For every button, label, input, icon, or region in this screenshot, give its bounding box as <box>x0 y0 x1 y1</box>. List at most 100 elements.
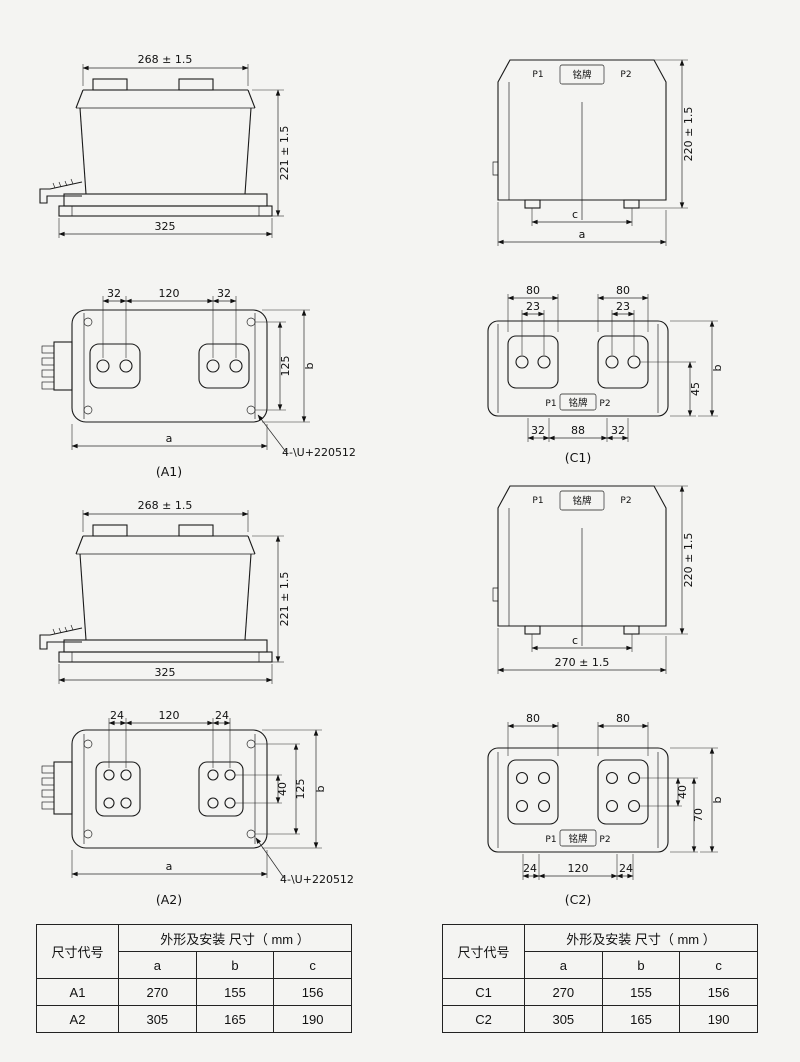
c1-front-dimensions: 220 ± 1.5 c a <box>497 59 695 246</box>
dim-b-label: b <box>711 364 724 371</box>
dim-spacing-left: 24 <box>110 709 124 722</box>
a2-top-dimensions: 24 120 24 40 125 b a 4-\U+220512 <box>71 709 354 886</box>
terminal-p2-label: P2 <box>620 496 631 506</box>
dim-base-label: 325 <box>155 220 176 233</box>
view-caption-a2: (A2) <box>156 892 182 907</box>
col-header-a: a <box>524 951 603 979</box>
dim-holes-label: 125 <box>294 779 307 800</box>
a1-top-body <box>71 309 268 423</box>
c2-front-labels: P1 铭牌 P2 <box>532 490 632 511</box>
dim-b1-label: 24 <box>523 862 537 875</box>
nameplate-box <box>559 829 597 847</box>
value-b: 165 <box>195 1005 275 1033</box>
terminal-p1-label: P1 <box>532 496 543 506</box>
code-header-cell: 尺寸代号 <box>36 924 119 979</box>
a2-top-view: 24 120 24 40 125 b a 4-\U+220512 (A2) <box>41 709 354 907</box>
c1-top-view: P1 铭牌 P2 80 80 23 23 45 b 32 <box>487 284 724 465</box>
dim-rows-label: 40 <box>276 782 289 796</box>
c1-top-dimensions: 80 80 23 23 45 b 32 88 32 <box>507 284 724 442</box>
a2-side-dimensions: 268 ± 1.5 221 ± 1.5 325 <box>58 499 291 684</box>
dim-group2-label: 80 <box>616 284 630 297</box>
c1-top-labels: P1 铭牌 P2 <box>545 393 611 411</box>
terminal-p1-label: P1 <box>532 70 543 80</box>
view-caption-a1: (A1) <box>156 464 182 479</box>
value-a: 270 <box>118 978 197 1006</box>
dim-pitch2-label: 23 <box>616 300 630 313</box>
code-header-cell: 尺寸代号 <box>442 924 525 979</box>
col-header-c: c <box>273 951 352 979</box>
table-row: A2 305 165 190 <box>36 1005 352 1033</box>
a1-top-dimensions: 32 120 32 125 b a 4-\U+220512 <box>71 287 356 459</box>
row-code: A2 <box>36 1005 119 1033</box>
terminal-p2-label: P2 <box>599 835 610 845</box>
value-a: 270 <box>524 978 603 1006</box>
dim-base-label: 325 <box>155 666 176 679</box>
value-a: 305 <box>118 1005 197 1033</box>
value-b: 165 <box>601 1005 681 1033</box>
a1-side-view: 268 ± 1.5 221 ± 1.5 325 <box>39 53 291 238</box>
dim-rows-label: 40 <box>676 785 689 799</box>
dim-b1-label: 32 <box>531 424 545 437</box>
dim-base-label: 270 ± 1.5 <box>555 656 610 669</box>
c2-front-dimensions: 220 ± 1.5 c 270 ± 1.5 <box>497 485 695 674</box>
c2-front-view: P1 铭牌 P2 220 ± 1.5 c 270 ± 1.5 <box>492 485 695 674</box>
a2-mounting-bracket <box>39 624 83 650</box>
dim-b2-label: 120 <box>568 862 589 875</box>
value-c: 190 <box>679 1005 758 1033</box>
dim-c-label: c <box>572 208 578 221</box>
hole-callout-label: 4-\U+220512 <box>280 873 354 886</box>
dim-b-label: b <box>303 362 316 369</box>
value-b: 155 <box>195 978 275 1006</box>
c2-top-labels: P1 铭牌 P2 <box>545 829 611 847</box>
terminal-p1-label: P1 <box>545 399 556 409</box>
dim-b3-label: 24 <box>619 862 633 875</box>
a-series-dimension-table: 尺寸代号 外形及安装 尺寸（ mm ） a b c A1 270 155 156… <box>36 924 352 1033</box>
nameplate-box <box>559 393 597 411</box>
table-row: C1 270 155 156 <box>442 978 758 1006</box>
nameplate-label: 铭牌 <box>568 397 588 409</box>
dim-width-label: 268 ± 1.5 <box>138 53 193 66</box>
row-code: C1 <box>442 978 525 1006</box>
dim-b-label: b <box>314 785 327 792</box>
dim-holes-label: 125 <box>279 356 292 377</box>
dim-spacing-left: 32 <box>107 287 121 300</box>
a2-terminal-connector <box>41 761 73 815</box>
dim-height-label: 220 ± 1.5 <box>682 107 695 162</box>
dim-a-label: a <box>166 860 173 873</box>
nameplate-label: 铭牌 <box>572 495 592 507</box>
nameplate-box <box>559 490 605 511</box>
col-header-b: b <box>195 951 275 979</box>
a2-side-outline <box>58 524 273 663</box>
value-c: 156 <box>273 978 352 1006</box>
dim-b3-label: 32 <box>611 424 625 437</box>
a1-terminal-connector <box>41 341 73 391</box>
dim-a-label: a <box>166 432 173 445</box>
dim-c-label: c <box>572 634 578 647</box>
a1-top-view: 32 120 32 125 b a 4-\U+220512 (A1) <box>41 287 356 479</box>
dim-height-label: 221 ± 1.5 <box>278 572 291 627</box>
dim-height-label: 220 ± 1.5 <box>682 533 695 588</box>
col-header-b: b <box>601 951 681 979</box>
col-header-a: a <box>118 951 197 979</box>
dim-group2-label: 80 <box>616 712 630 725</box>
col-header-c: c <box>679 951 758 979</box>
dim-70-label: 70 <box>692 808 705 822</box>
value-b: 155 <box>601 978 681 1006</box>
dim-width-label: 268 ± 1.5 <box>138 499 193 512</box>
a1-side-dimensions: 268 ± 1.5 221 ± 1.5 325 <box>58 53 291 238</box>
value-c: 190 <box>273 1005 352 1033</box>
hole-callout-label: 4-\U+220512 <box>282 446 356 459</box>
dim-a-label: a <box>579 228 586 241</box>
nameplate-box <box>559 64 605 85</box>
dim-spacing-right: 24 <box>215 709 229 722</box>
dim-spacing-right: 32 <box>217 287 231 300</box>
value-c: 156 <box>679 978 758 1006</box>
a1-mounting-bracket <box>39 178 83 204</box>
view-caption-c1: (C1) <box>565 450 591 465</box>
row-code: A1 <box>36 978 119 1006</box>
nameplate-label: 铭牌 <box>568 833 588 845</box>
terminal-p2-label: P2 <box>599 399 610 409</box>
c-series-dimension-table: 尺寸代号 外形及安装 尺寸（ mm ） a b c C1 270 155 156… <box>442 924 758 1033</box>
c2-top-dimensions: 80 80 40 70 b 24 120 24 <box>507 712 724 880</box>
